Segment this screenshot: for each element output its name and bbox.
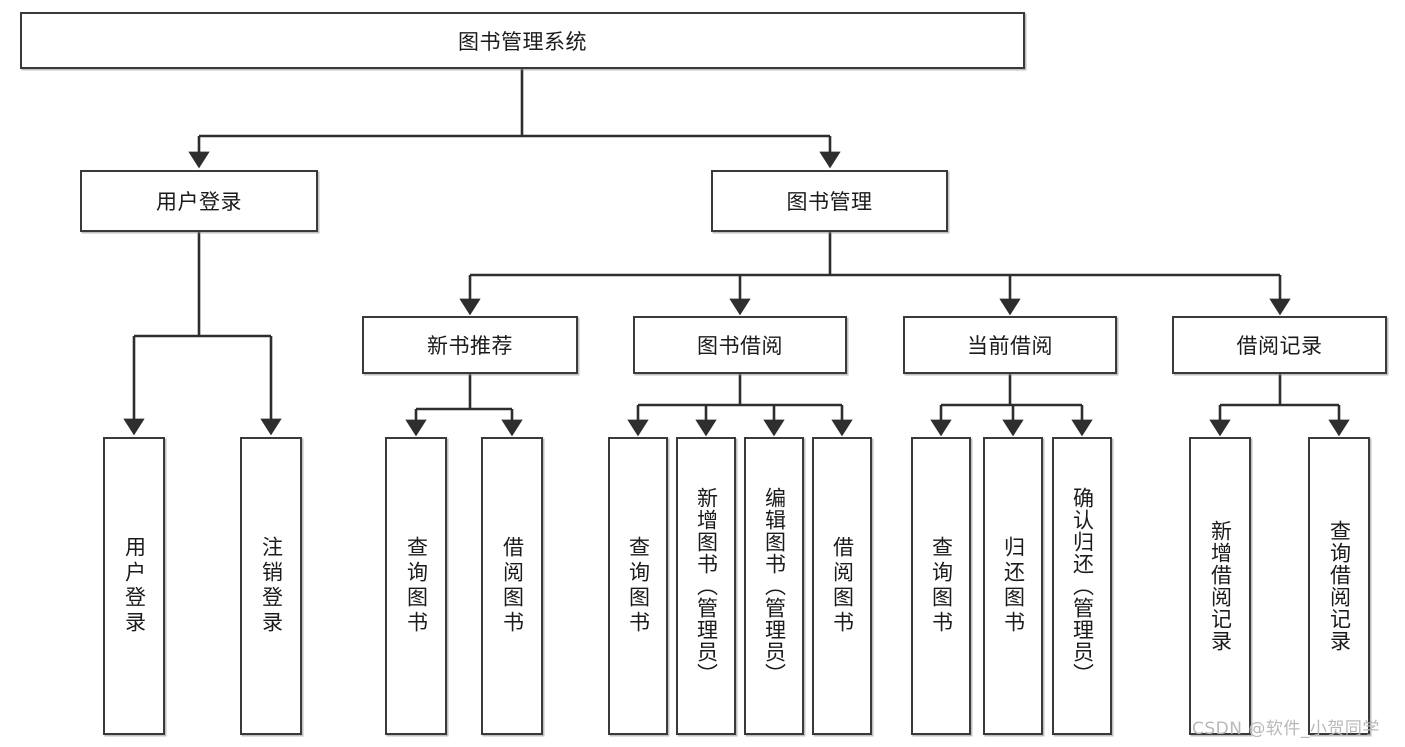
node-current-borrow-label: 当前借阅 [967, 334, 1053, 358]
node-leaf-query-record-label: 查询借阅记录 [1327, 520, 1352, 652]
node-new-book-recommend[interactable]: 新书推荐 [362, 316, 578, 374]
node-leaf-query-book-1[interactable]: 查询图书 [385, 437, 447, 735]
node-root[interactable]: 图书管理系统 [20, 12, 1025, 69]
node-leaf-query-book-2-label: 查询图书 [626, 536, 651, 636]
node-leaf-add-book-label: 新增图书（管理员） [694, 487, 719, 685]
node-leaf-query-record[interactable]: 查询借阅记录 [1308, 437, 1370, 735]
node-new-book-recommend-label: 新书推荐 [427, 334, 513, 358]
node-leaf-borrow-book-1[interactable]: 借阅图书 [481, 437, 543, 735]
node-user-login[interactable]: 用户登录 [80, 170, 318, 232]
node-leaf-return-book-label: 归还图书 [1001, 536, 1026, 636]
node-leaf-user-login[interactable]: 用户登录 [103, 437, 165, 735]
node-borrow-records[interactable]: 借阅记录 [1172, 316, 1387, 374]
node-book-borrow-label: 图书借阅 [697, 334, 783, 358]
node-book-manage-label: 图书管理 [786, 190, 873, 214]
node-leaf-borrow-book-2-label: 借阅图书 [830, 536, 855, 636]
node-leaf-query-book-1-label: 查询图书 [404, 536, 429, 636]
csdn-watermark: CSDN @软件_小贺同学 [1192, 719, 1380, 739]
node-leaf-borrow-book-2[interactable]: 借阅图书 [812, 437, 872, 735]
node-leaf-user-logout[interactable]: 注销登录 [240, 437, 302, 735]
node-leaf-return-book[interactable]: 归还图书 [983, 437, 1043, 735]
node-leaf-add-record[interactable]: 新增借阅记录 [1189, 437, 1251, 735]
node-root-label: 图书管理系统 [458, 29, 587, 54]
node-leaf-user-logout-label: 注销登录 [259, 536, 284, 636]
node-leaf-edit-book[interactable]: 编辑图书（管理员） [744, 437, 804, 735]
node-current-borrow[interactable]: 当前借阅 [903, 316, 1117, 374]
node-book-borrow[interactable]: 图书借阅 [633, 316, 847, 374]
node-leaf-add-book[interactable]: 新增图书（管理员） [676, 437, 736, 735]
node-leaf-query-book-3[interactable]: 查询图书 [911, 437, 971, 735]
node-user-login-label: 用户登录 [156, 190, 242, 214]
node-leaf-edit-book-label: 编辑图书（管理员） [762, 487, 787, 685]
node-borrow-records-label: 借阅记录 [1236, 334, 1323, 358]
node-leaf-query-book-3-label: 查询图书 [929, 536, 954, 636]
node-leaf-confirm-return-label: 确认归还（管理员） [1070, 487, 1095, 685]
node-leaf-confirm-return[interactable]: 确认归还（管理员） [1052, 437, 1112, 735]
node-leaf-user-login-label: 用户登录 [122, 536, 147, 636]
node-leaf-query-book-2[interactable]: 查询图书 [608, 437, 668, 735]
node-leaf-borrow-book-1-label: 借阅图书 [500, 536, 525, 636]
node-book-manage[interactable]: 图书管理 [711, 170, 948, 232]
node-leaf-add-record-label: 新增借阅记录 [1208, 520, 1233, 652]
